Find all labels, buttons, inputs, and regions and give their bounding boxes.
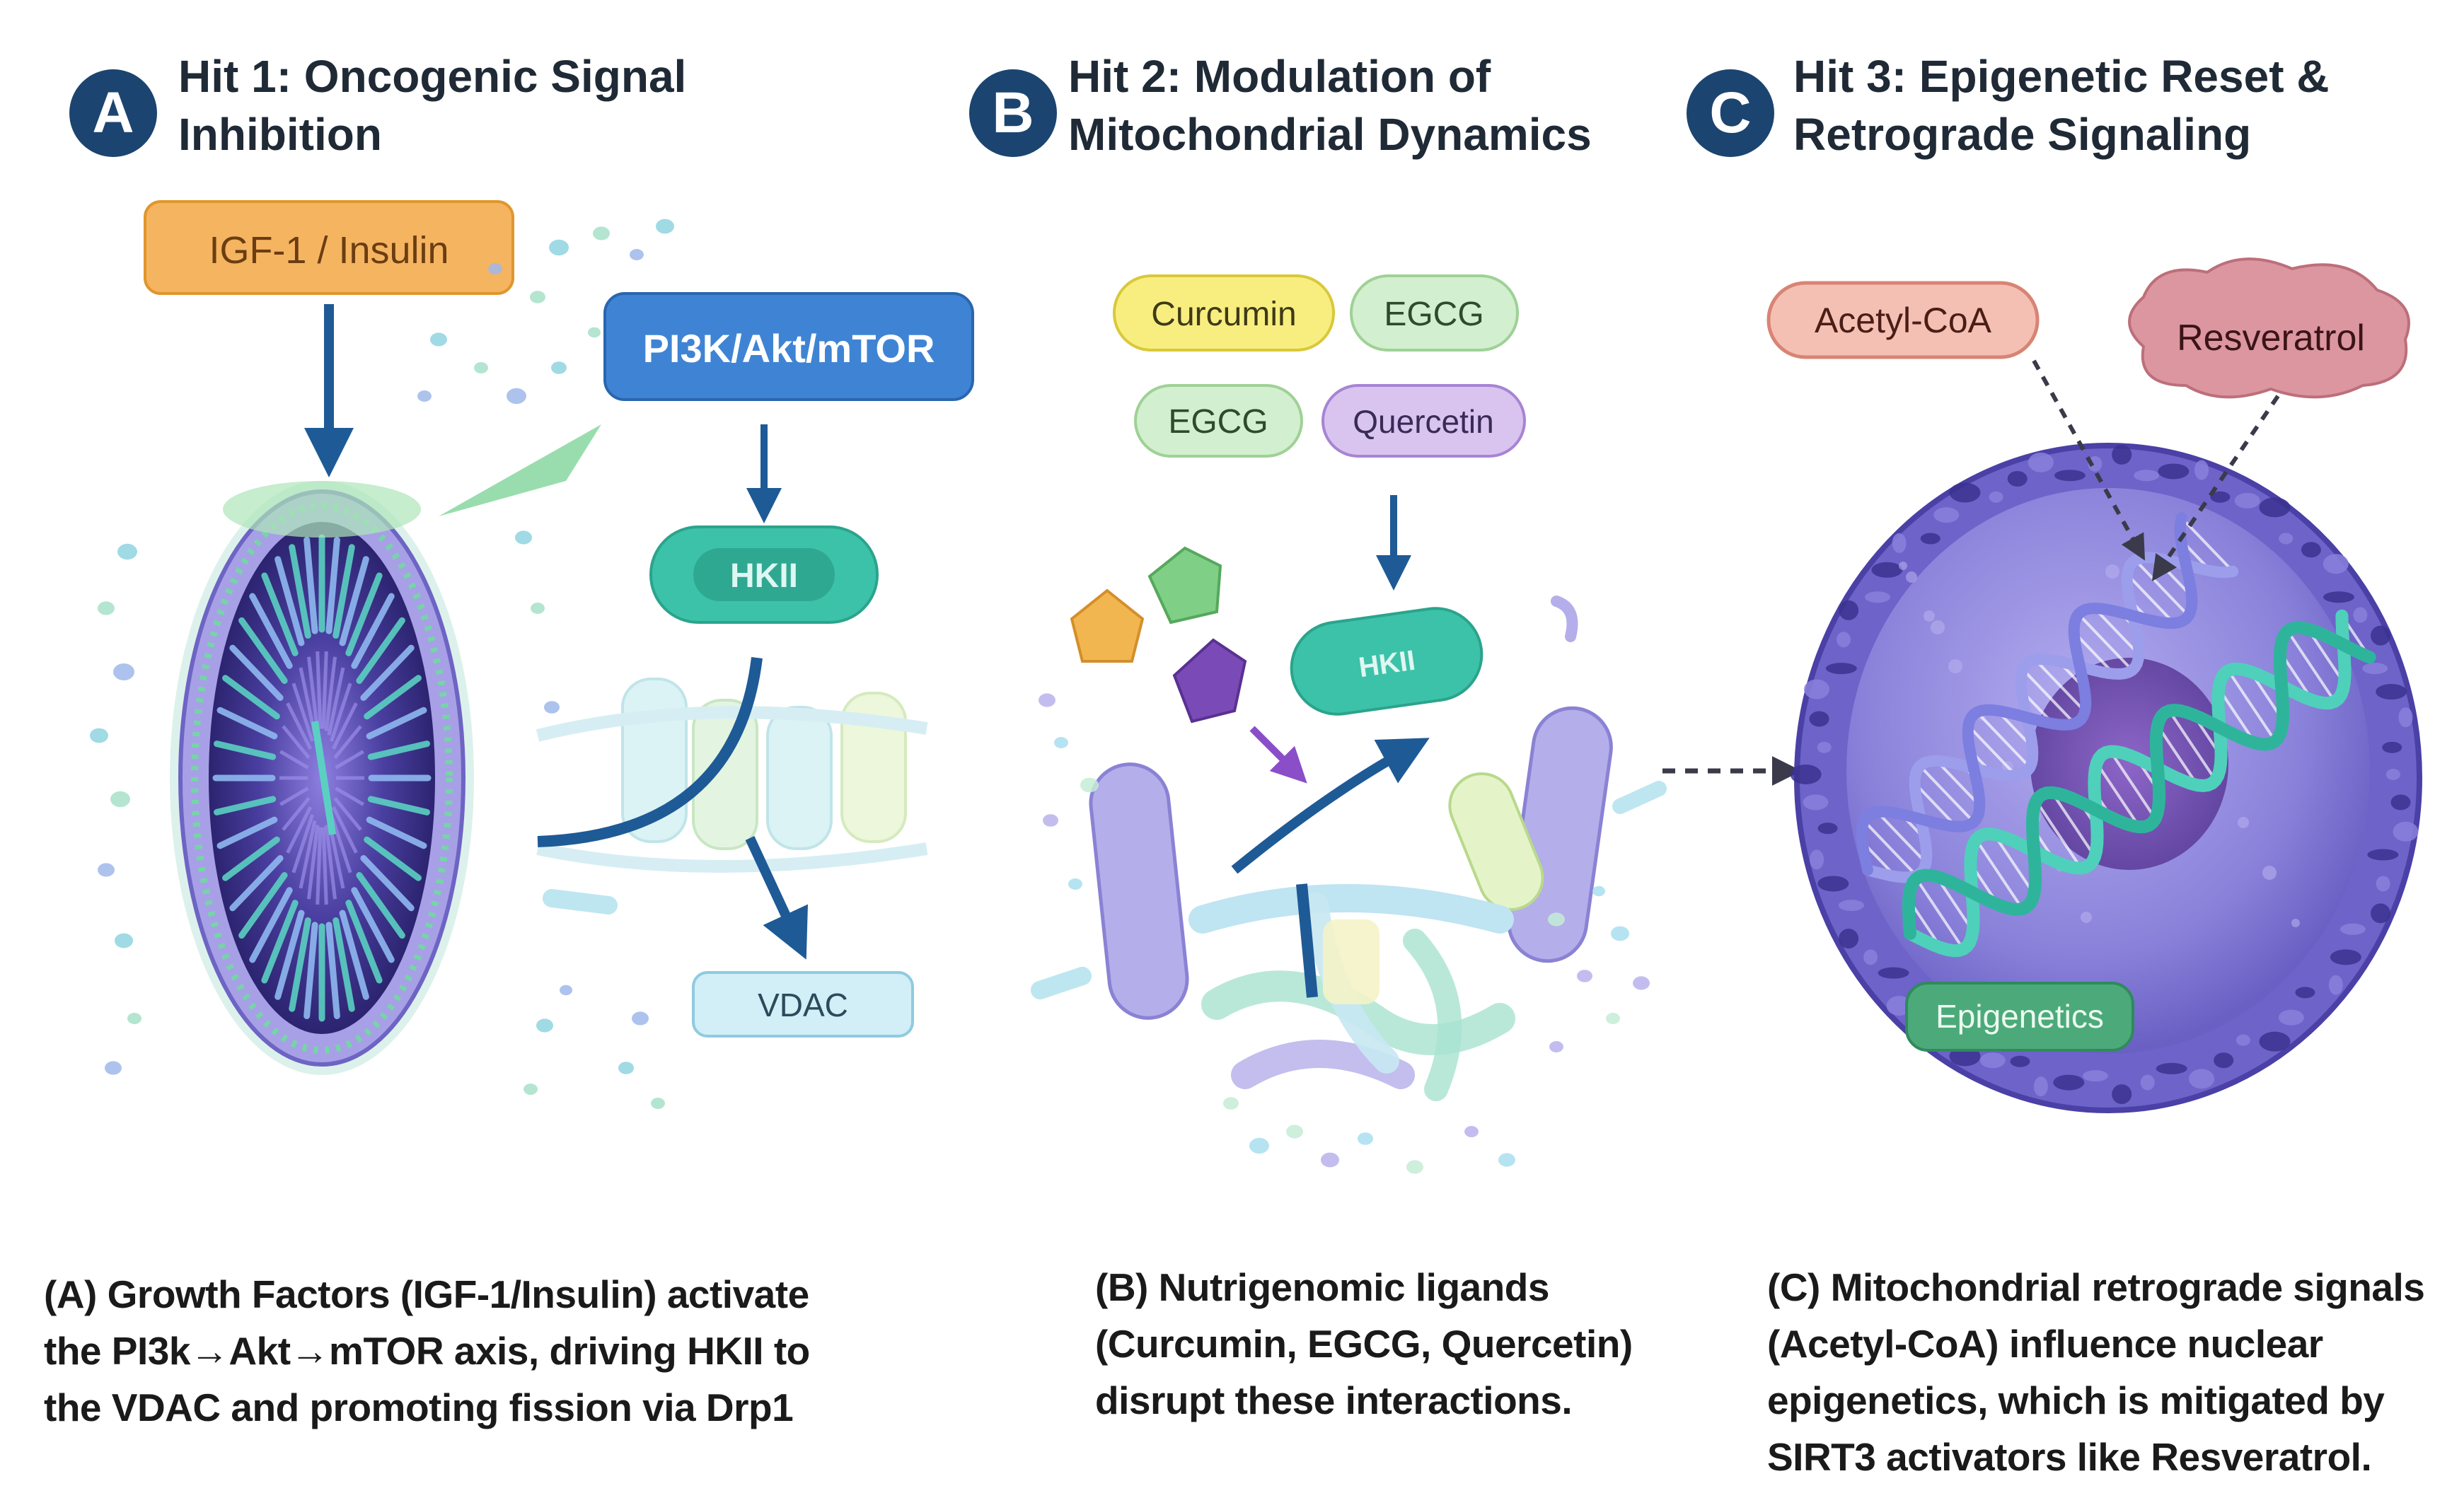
panel-c-badge-letter: C <box>1709 81 1751 145</box>
epigenetics-label: Epigenetics <box>1936 998 2104 1035</box>
panel-c-title-line1: Hit 3: Epigenetic Reset & <box>1793 51 2330 102</box>
hkii-to-vdac-arrow <box>745 836 809 960</box>
ligand-green <box>1147 546 1222 625</box>
panel-c-badge: C <box>1687 69 1774 157</box>
caption-c: (C) Mitochondrial retrograde signals (Ac… <box>1767 1259 2425 1485</box>
mitochondrial-network <box>1089 596 1613 1101</box>
activation-wedge <box>439 424 601 516</box>
caption-c-line-2: (Acetyl-CoA) influence nuclear <box>1767 1322 2323 1366</box>
caption-a-line-1: (A) Growth Factors (IGF-1/Insulin) activ… <box>44 1272 809 1316</box>
caption-b-line-1: (B) Nutrigenomic ligands <box>1095 1265 1549 1309</box>
caption-a: (A) Growth Factors (IGF-1/Insulin) activ… <box>44 1266 810 1436</box>
panel-a: A Hit 1: Oncogenic Signal Inhibition IGF… <box>69 51 974 1109</box>
quercetin-label: Quercetin <box>1353 403 1493 440</box>
panel-b-badge-letter: B <box>992 81 1034 145</box>
curcumin-pill: Curcumin <box>1113 274 1335 352</box>
cristae <box>212 534 432 1022</box>
panel-a-badge: A <box>69 69 157 157</box>
curved-arrow-b <box>1231 738 1430 874</box>
panel-a-badge-letter: A <box>92 81 134 145</box>
acetyl-coa-pill: Acetyl-CoA <box>1766 281 2040 359</box>
ligand-purple <box>1172 638 1247 724</box>
epigenetics-tag: Epigenetics <box>1905 982 2134 1052</box>
caption-b-line-2: (Curcumin, EGCG, Quercetin) <box>1095 1322 1633 1366</box>
dna-helices <box>1856 512 2376 958</box>
mitochondrion-a <box>170 481 474 1075</box>
curved-arrow-a <box>537 657 763 847</box>
caption-c-line-1: (C) Mitochondrial retrograde signals <box>1767 1265 2425 1309</box>
panel-a-title-line2: Inhibition <box>178 109 382 160</box>
igf-insulin-label: IGF-1 / Insulin <box>209 229 449 272</box>
resveratrol-blob: Resveratrol <box>2128 257 2410 399</box>
egcg-pill-1: EGCG <box>1350 274 1519 352</box>
caption-a-line-2: the PI3k→Akt→mTOR axis, driving HKII to <box>44 1329 810 1373</box>
panel-c: C Hit 3: Epigenetic Reset & Retrograde S… <box>1687 51 2422 1113</box>
ligand-orange <box>1070 588 1145 663</box>
caption-b: (B) Nutrigenomic ligands (Curcumin, EGCG… <box>1095 1259 1633 1429</box>
caption-b-line-3: disrupt these interactions. <box>1095 1378 1573 1422</box>
ligand-to-membrane-arrow <box>1249 726 1307 784</box>
panel-c-title-line2: Retrograde Signaling <box>1793 109 2251 160</box>
resveratrol-label: Resveratrol <box>2177 318 2365 359</box>
acetyl-coa-label: Acetyl-CoA <box>1815 301 1992 340</box>
egcg-pill-2: EGCG <box>1134 384 1303 458</box>
egcg-label-1: EGCG <box>1384 296 1483 333</box>
egcg-label-2: EGCG <box>1168 403 1268 441</box>
pi3k-akt-mtor-box: PI3K/Akt/mTOR <box>603 292 974 401</box>
panel-a-title-line1: Hit 1: Oncogenic Signal <box>178 51 686 102</box>
pi3k-akt-mtor-label: PI3K/Akt/mTOR <box>643 326 935 371</box>
panel-b-badge: B <box>969 69 1057 157</box>
igf-insulin-box: IGF-1 / Insulin <box>144 200 514 295</box>
curcumin-label: Curcumin <box>1151 296 1296 333</box>
side-arrow-a <box>543 889 618 914</box>
hkii-pill-a: HKII <box>649 525 879 624</box>
quercetin-pill: Quercetin <box>1321 384 1526 458</box>
vdac-box: VDAC <box>692 971 914 1038</box>
caption-c-line-3: epigenetics, which is mitigated by <box>1767 1378 2385 1422</box>
panel-b-title-line2: Mitochondrial Dynamics <box>1068 109 1592 160</box>
caption-a-line-3: the VDAC and promoting fission via Drp1 <box>44 1386 794 1429</box>
panel-b-title-line1: Hit 2: Modulation of <box>1068 51 1491 102</box>
hkii-pill-b: HKII <box>1290 607 1483 716</box>
particles-b <box>1039 693 1650 1174</box>
vdac-label: VDAC <box>758 987 848 1023</box>
particles-a <box>90 219 674 1109</box>
side-arrow-b <box>1031 967 1092 999</box>
caption-c-line-4: SIRT3 activators like Resveratrol. <box>1767 1435 2372 1479</box>
hkii-label-a: HKII <box>730 557 798 595</box>
panel-b: B Hit 2: Modulation of Mitochondrial Dyn… <box>969 51 1802 1174</box>
